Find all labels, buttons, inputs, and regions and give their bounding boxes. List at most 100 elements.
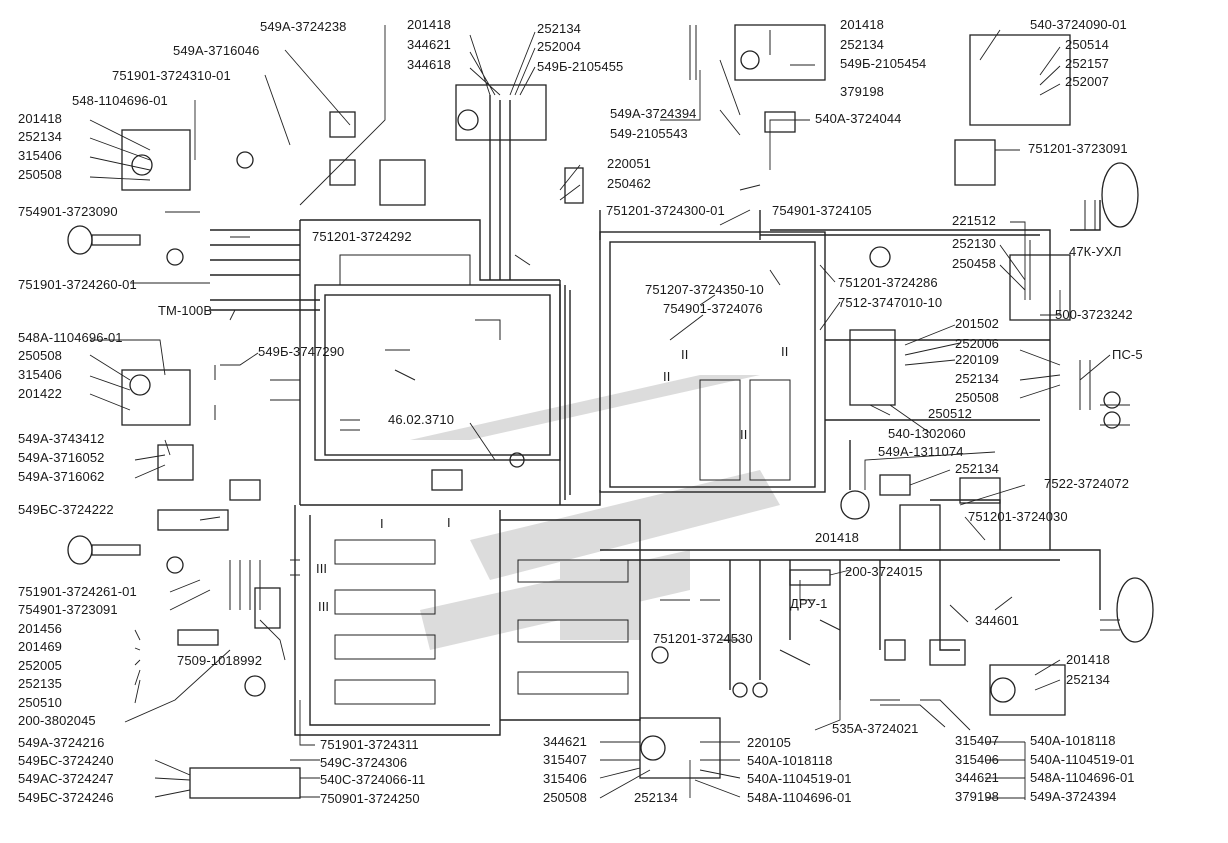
part-label: 540А-1104519-01	[1030, 752, 1135, 767]
part-label: 252004	[537, 39, 581, 54]
part-label: 47К-УХЛ	[1069, 244, 1122, 259]
part-label: 315406	[18, 367, 62, 382]
part-label: 250462	[607, 176, 651, 191]
part-label: 201422	[18, 386, 62, 401]
part-label: 549А-3724238	[260, 19, 347, 34]
part-label: 540А-3724044	[815, 111, 902, 126]
part-label: 250512	[928, 406, 972, 421]
part-label: 535А-3724021	[832, 721, 919, 736]
part-label: 754901-3723090	[18, 204, 118, 219]
part-label: 549А-3724394	[1030, 789, 1117, 804]
part-label: 540А-1104519-01	[747, 771, 852, 786]
part-label: 252134	[537, 21, 581, 36]
part-label: 250508	[955, 390, 999, 405]
part-label: II	[663, 369, 671, 384]
part-label: 549Б-2105454	[840, 56, 927, 71]
part-label: 220105	[747, 735, 791, 750]
part-label: 751207-3724350-10	[645, 282, 764, 297]
part-label: 7509-1018992	[177, 653, 263, 668]
part-label: 200-3802045	[18, 713, 96, 728]
part-label: 252134	[1066, 672, 1110, 687]
part-label: 754901-3723091	[18, 602, 118, 617]
part-label: 754901-3724076	[663, 301, 763, 316]
part-label: 220109	[955, 352, 999, 367]
part-label: 751901-3724261-01	[18, 584, 137, 599]
part-label: ТМ-100В	[158, 303, 213, 318]
part-label: 250508	[18, 167, 62, 182]
part-label: 252005	[18, 658, 62, 673]
part-label: 315406	[955, 752, 999, 767]
part-label: 252134	[840, 37, 884, 52]
part-label: 751901-3724311	[320, 737, 419, 752]
part-label: 549А-3743412	[18, 431, 105, 446]
part-label: 344601	[975, 613, 1019, 628]
part-label: I	[447, 515, 451, 530]
part-label: 379198	[840, 84, 884, 99]
part-label: 751901-3724310-01	[112, 68, 231, 83]
part-label: 500-3723242	[1055, 307, 1133, 322]
part-label: 751201-3724292	[312, 229, 412, 244]
part-label: 751201-3724300-01	[606, 203, 725, 218]
part-label: 46.02.3710	[388, 412, 455, 427]
part-label: 751201-3724286	[838, 275, 938, 290]
part-label: 252006	[955, 336, 999, 351]
part-label: 548А-1104696-01	[747, 790, 852, 805]
part-label: 549БС-3724240	[18, 753, 114, 768]
part-label: 751201-3723091	[1028, 141, 1128, 156]
part-label: 201456	[18, 621, 62, 636]
lamps	[67, 50, 1154, 761]
part-label: 221512	[952, 213, 996, 228]
part-label: 549БС-3724222	[18, 502, 114, 517]
part-label: 315407	[955, 733, 999, 748]
part-label: 250458	[952, 256, 996, 271]
part-label: I	[380, 516, 384, 531]
part-label: 201502	[955, 316, 999, 331]
part-label: 549Б-2105455	[537, 59, 624, 74]
part-label: 549А-3724394	[610, 106, 697, 121]
part-label: 252134	[634, 790, 678, 805]
part-label: III	[318, 599, 330, 614]
part-label: 201418	[1066, 652, 1110, 667]
part-label: II	[740, 427, 748, 442]
part-label: 751201-3724530	[653, 631, 753, 646]
part-label: 549А-3716062	[18, 469, 105, 484]
part-label: 250508	[543, 790, 587, 805]
part-label: 751201-3724030	[968, 509, 1068, 524]
part-label: 540-3724090-01	[1030, 17, 1127, 32]
part-label: 750901-3724250	[320, 791, 420, 806]
part-label: 548-1104696-01	[72, 93, 168, 108]
part-label: 252130	[952, 236, 996, 251]
part-label: 201418	[18, 111, 62, 126]
part-label: 344621	[543, 734, 587, 749]
part-label: 754901-3724105	[772, 203, 872, 218]
part-label: 201418	[407, 17, 451, 32]
part-label: 201418	[815, 530, 859, 545]
part-label: 549А-1311074	[878, 444, 964, 459]
terminal-blocks	[334, 254, 791, 705]
part-label: 540А-1018118	[747, 753, 833, 768]
part-label: 7512-3747010-10	[838, 295, 943, 310]
part-label: 548А-1104696-01	[18, 330, 123, 345]
part-label: ПС-5	[1112, 347, 1143, 362]
part-label: 252157	[1065, 56, 1109, 71]
part-label: 7522-3724072	[1044, 476, 1130, 491]
part-label: 549А-3716046	[173, 43, 260, 58]
part-label: 315406	[543, 771, 587, 786]
part-label: 252007	[1065, 74, 1109, 89]
part-label: 549БС-3724246	[18, 790, 114, 805]
part-label: 540А-1018118	[1030, 733, 1116, 748]
part-label: 315407	[543, 752, 587, 767]
part-label: 344621	[407, 37, 451, 52]
part-label: 250508	[18, 348, 62, 363]
part-label: 540-1302060	[888, 426, 966, 441]
part-label: 315406	[18, 148, 62, 163]
part-label: 201418	[840, 17, 884, 32]
part-label: 549Б-3747290	[258, 344, 345, 359]
part-label: 250510	[18, 695, 62, 710]
leader-lines	[89, 25, 1111, 800]
watermark-logo	[410, 375, 780, 650]
part-label: 344618	[407, 57, 451, 72]
part-label: 200-3724015	[845, 564, 923, 579]
